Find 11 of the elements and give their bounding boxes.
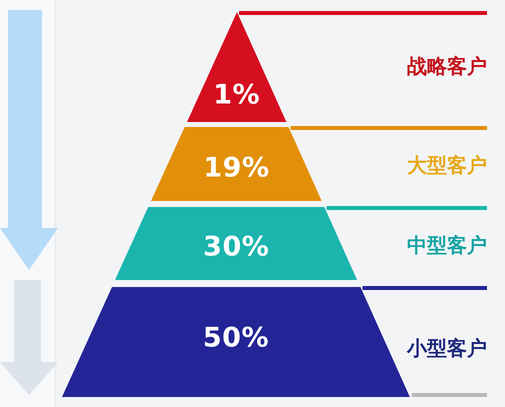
customer-label: 中型客户	[407, 233, 487, 257]
pyramid-layer	[187, 12, 286, 122]
customer-label: 大型客户	[407, 153, 487, 177]
percentage-label: 19%	[203, 154, 270, 182]
pyramid-layer	[151, 127, 322, 201]
percentage-label: 30%	[203, 234, 270, 260]
percentage-label: 1%	[213, 82, 260, 108]
customer-label: 战略客户	[407, 54, 487, 78]
customer-label: 小型客户	[407, 336, 487, 360]
percentage-label: 50%	[202, 324, 269, 352]
pyramid-layer	[115, 207, 358, 280]
